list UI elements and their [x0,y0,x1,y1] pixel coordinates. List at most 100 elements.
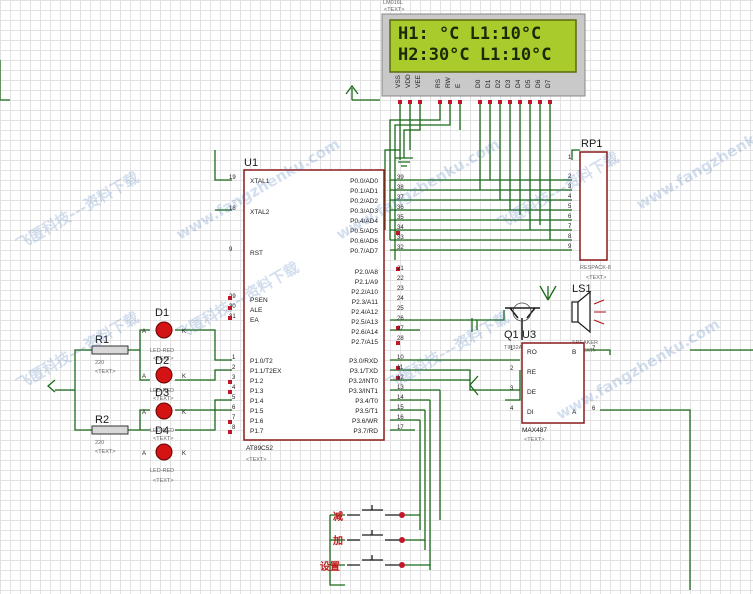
svg-text:P2.5/A13: P2.5/A13 [351,319,378,326]
svg-text:RS: RS [435,78,442,88]
svg-text:18: 18 [229,206,236,212]
led-d3[interactable]: D3 A K LED-RED <TEXT> [142,387,186,442]
svg-text:A: A [572,409,577,416]
led-d2[interactable]: D2 A K LED-RED <TEXT> [142,355,186,402]
svg-text:P2.0/A8: P2.0/A8 [355,269,379,276]
svg-text:37: 37 [397,195,404,201]
r1-text-tag: <TEXT> [95,369,115,375]
ls1-ref: LS1 [572,283,592,295]
svg-text:P1.2: P1.2 [250,378,264,385]
svg-text:19: 19 [229,175,236,181]
svg-text:D6: D6 [535,79,542,88]
lcd-line-1: H1: °C L1:10°C [398,24,541,44]
svg-text:7: 7 [568,224,572,230]
transistor-q1[interactable]: Q1 TIP32A [504,302,540,351]
svg-text:D1: D1 [485,79,492,88]
svg-text:P1.1/T2EX: P1.1/T2EX [250,368,282,375]
svg-text:1: 1 [568,155,572,161]
svg-text:11: 11 [397,365,404,371]
mcu-u1[interactable]: U1 XTAL1 XTAL2 RST PSEN ALE EA P1.0/T2 P… [228,157,404,463]
svg-text:P1.5: P1.5 [250,408,264,415]
svg-text:P1.4: P1.4 [250,398,264,405]
svg-text:31: 31 [229,314,236,320]
svg-text:30: 30 [229,304,236,310]
svg-text:33: 33 [397,235,404,241]
svg-text:38: 38 [397,185,404,191]
led-d1[interactable]: D1 A K LED-RED <TEXT> [142,307,186,362]
svg-text:9: 9 [568,244,572,250]
svg-text:8: 8 [232,425,236,431]
svg-text:6: 6 [592,406,596,412]
svg-text:P2.6/A14: P2.6/A14 [351,329,378,336]
svg-text:P1.6: P1.6 [250,418,264,425]
svg-text:12: 12 [397,375,404,381]
svg-text:P0.5/AD5: P0.5/AD5 [350,228,378,235]
button-increase[interactable]: 加 [332,530,405,547]
q1-ref: Q1 [504,329,519,341]
svg-text:D5: D5 [525,79,532,88]
svg-text:PSEN: PSEN [250,297,268,304]
svg-text:K: K [182,410,186,416]
u3-ref: U3 [522,329,536,341]
rp1-part: RESPACK-8 [580,265,611,271]
lcd-module[interactable]: LM016L <TEXT> H1: °C L1:10°C H2:30°C L1:… [381,0,586,104]
respack-rp1[interactable]: RP1 1 2 3 4 5 6 7 8 9 RESPACK-8 <TEXT> [568,138,611,281]
svg-text:29: 29 [229,294,236,300]
svg-text:XTAL2: XTAL2 [250,209,270,216]
mcu-right-pin-numbers: 39 38 37 36 35 34 33 32 21 22 23 24 25 2… [397,175,404,431]
svg-text:P3.4/T0: P3.4/T0 [355,398,378,405]
svg-text:RW: RW [445,76,452,88]
lcd-line-2: H2:30°C L1:10°C [398,45,552,65]
svg-text:P3.6/WR: P3.6/WR [352,418,378,425]
lcd-pin-labels: VSS VDD VEE RS RW E D0 D1 D2 D3 D4 D5 D6… [395,74,552,88]
svg-text:P0.0/AD0: P0.0/AD0 [350,178,378,185]
svg-text:K: K [182,374,186,380]
svg-text:23: 23 [397,286,404,292]
svg-text:A: A [142,329,146,335]
svg-text:6: 6 [568,214,572,220]
button-set-label: 设置 [320,560,340,573]
speaker-ls1[interactable]: LS1 SPEAKER <TEXT> [571,283,606,354]
d2-ref: D2 [155,355,169,367]
u3-part: MAX487 [522,427,547,434]
svg-text:P3.1/TXD: P3.1/TXD [350,368,378,375]
mcu-part: AT89C52 [246,445,273,452]
svg-text:24: 24 [397,296,404,302]
button-decrease-label: 减 [333,510,343,523]
led-d4[interactable]: D4 A K LED-RED <TEXT> [142,425,186,484]
r1-value: 220 [95,360,104,366]
u3-pins: RO RE DE DI B A [527,349,577,416]
svg-text:1: 1 [510,346,514,352]
svg-text:VSS: VSS [395,74,402,88]
svg-text:8: 8 [568,234,572,240]
svg-text:3: 3 [568,184,572,190]
button-set[interactable]: 设置 [320,555,405,573]
r2-value: 220 [95,440,104,446]
svg-text:P3.3/INT1: P3.3/INT1 [349,388,379,395]
svg-text:DI: DI [527,409,534,416]
svg-text:14: 14 [397,395,404,401]
resistor-r2[interactable]: R2 220 <TEXT> [91,414,129,455]
svg-text:P2.2/A10: P2.2/A10 [351,289,378,296]
svg-text:P3.7/RD: P3.7/RD [353,428,378,435]
svg-text:EA: EA [250,317,259,324]
svg-text:P1.7: P1.7 [250,428,264,435]
button-decrease[interactable]: 减 [333,505,405,523]
d1-part: LED-RED [150,348,174,354]
d1-text-tag: <TEXT> [153,356,173,362]
mcu-ref: U1 [244,157,258,169]
svg-text:2: 2 [568,174,572,180]
svg-text:P0.3/AD3: P0.3/AD3 [350,208,378,215]
resistor-r1[interactable]: R1 220 <TEXT> [91,334,129,375]
lcd-text-tag: <TEXT> [384,7,404,13]
svg-text:2: 2 [510,366,514,372]
svg-text:9: 9 [229,247,233,253]
svg-text:D4: D4 [515,79,522,88]
svg-text:RST: RST [250,250,263,257]
transceiver-u3[interactable]: U3 RO RE DE DI B A 1 2 3 4 7 6 MAX487 <T… [510,329,596,443]
svg-text:4: 4 [568,194,572,200]
svg-text:7: 7 [232,415,236,421]
svg-text:P1.3: P1.3 [250,388,264,395]
svg-text:B: B [572,349,576,356]
